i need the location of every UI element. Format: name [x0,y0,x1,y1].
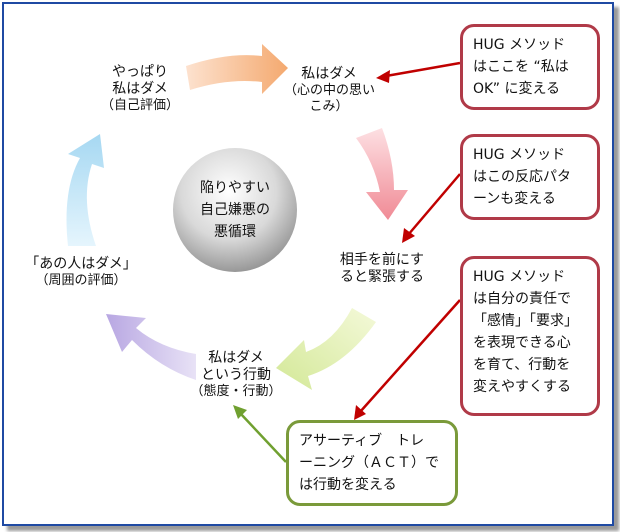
pointer-c1 [376,61,461,83]
node-right: 相手を前にす ると緊張する [332,252,432,286]
node-left-title: 「あの人はダメ」 [25,256,137,272]
callout-2: HUG メソッド はこの反応パタ ーンも変える [460,134,600,220]
node-top: 私はダメ （心の中の思い こみ） [284,66,376,115]
node-top-sub-1: （心の中の思い [284,83,376,98]
callout-4: アサーティブ トレ ーニング（ＡＣＴ）で は行動を変える [286,420,458,506]
pointer-c2 [402,173,461,243]
pointer-c4 [233,405,287,463]
center-line-2: 自己嫌悪の [200,202,270,218]
center-label: 陥りやすい 自己嫌悪の 悪循環 [180,177,290,243]
callout-3-line-5: を育て、行動を [473,357,571,373]
node-right-line-2: ると緊張する [340,269,424,285]
callout-1-line-1: HUG メソッド [473,37,566,53]
node-topleft-line-1: やっぱり [112,64,168,80]
callout-4-line-3: は行動を変える [299,477,397,493]
callout-4-line-2: ーニング（ＡＣＴ）で [299,455,439,471]
center-line-3: 悪循環 [214,224,256,240]
node-bottom-sub: （態度・行動） [190,384,282,399]
node-bottom-line-2: という行動 [201,367,271,383]
node-top-title: 私はダメ [301,66,357,82]
node-topleft-sub: （自己評価） [100,98,179,113]
center-line-1: 陥りやすい [200,180,270,196]
arrow-purple [106,314,196,380]
callout-3-line-6: 変えやすくする [473,379,571,395]
node-right-line-1: 相手を前にす [339,252,425,268]
callout-2-line-2: はこの反応パタ [473,169,571,185]
callout-1: HUG メソッド はここを “私は OK” に変える [460,24,600,110]
callout-2-line-3: ーンも変える [473,191,556,207]
callout-3-line-1: HUG メソッド [473,269,566,285]
callout-1-line-3: OK” に変える [473,81,561,97]
callout-3: HUG メソッド は自分の責任で 「感情」「要求」 を表現できる心 を育て、行動… [460,256,600,416]
callout-4-line-1: アサーティブ トレ [299,433,425,449]
node-topleft-line-2: 私はダメ [112,81,168,97]
arrow-pink [356,128,408,220]
callout-3-line-4: を表現できる心 [473,335,571,351]
callout-3-line-2: は自分の責任で [473,291,571,307]
node-topleft: やっぱり 私はダメ （自己評価） [92,64,188,114]
callout-1-line-2: はここを “私は [473,59,569,75]
pointer-c3 [354,299,461,420]
callout-3-line-3: 「感情」「要求」 [473,313,578,329]
arrow-green [276,308,376,390]
node-top-sub-2: こみ） [309,99,349,114]
center-sphere [173,148,297,272]
arrow-orange [186,44,288,94]
node-bottom: 私はダメ という行動 （態度・行動） [188,350,284,400]
arrow-blue [66,134,104,246]
node-bottom-line-1: 私はダメ [208,350,264,366]
callout-2-line-1: HUG メソッド [473,147,566,163]
node-left: 「あの人はダメ」 （周囲の評価） [22,256,140,289]
node-left-sub: （周囲の評価） [35,273,127,288]
